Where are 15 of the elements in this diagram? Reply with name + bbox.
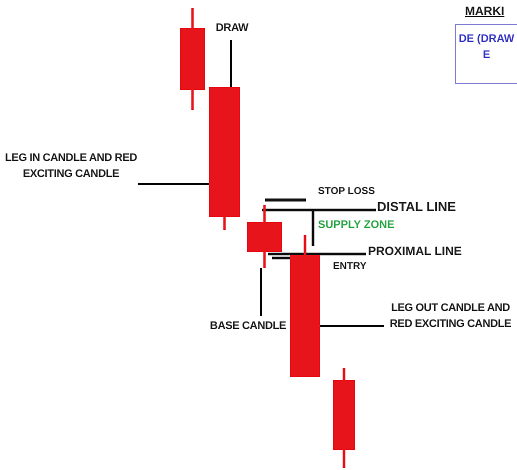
leader-line	[320, 325, 384, 327]
line-label: PROXIMAL LINE	[368, 244, 462, 258]
line-label: ENTRY	[333, 261, 367, 272]
candle-label: LEG OUT CANDLE AND RED EXCITING CANDLE	[384, 300, 517, 352]
leader-line	[138, 183, 209, 185]
info-box: DE (DRAW E	[455, 24, 517, 84]
leader-line	[230, 40, 232, 87]
candle-label: LEG IN CANDLE AND RED EXCITING CANDLE	[4, 150, 138, 202]
box-heading: MARKI	[465, 4, 504, 18]
candle-label: DRAW	[210, 20, 254, 38]
line-label: DISTAL LINE	[377, 199, 456, 214]
candle-label: BASE CANDLE	[206, 318, 290, 334]
line-label: STOP LOSS	[318, 186, 375, 197]
leader-line	[260, 268, 262, 316]
line-label: SUPPLY ZONE	[318, 219, 394, 231]
